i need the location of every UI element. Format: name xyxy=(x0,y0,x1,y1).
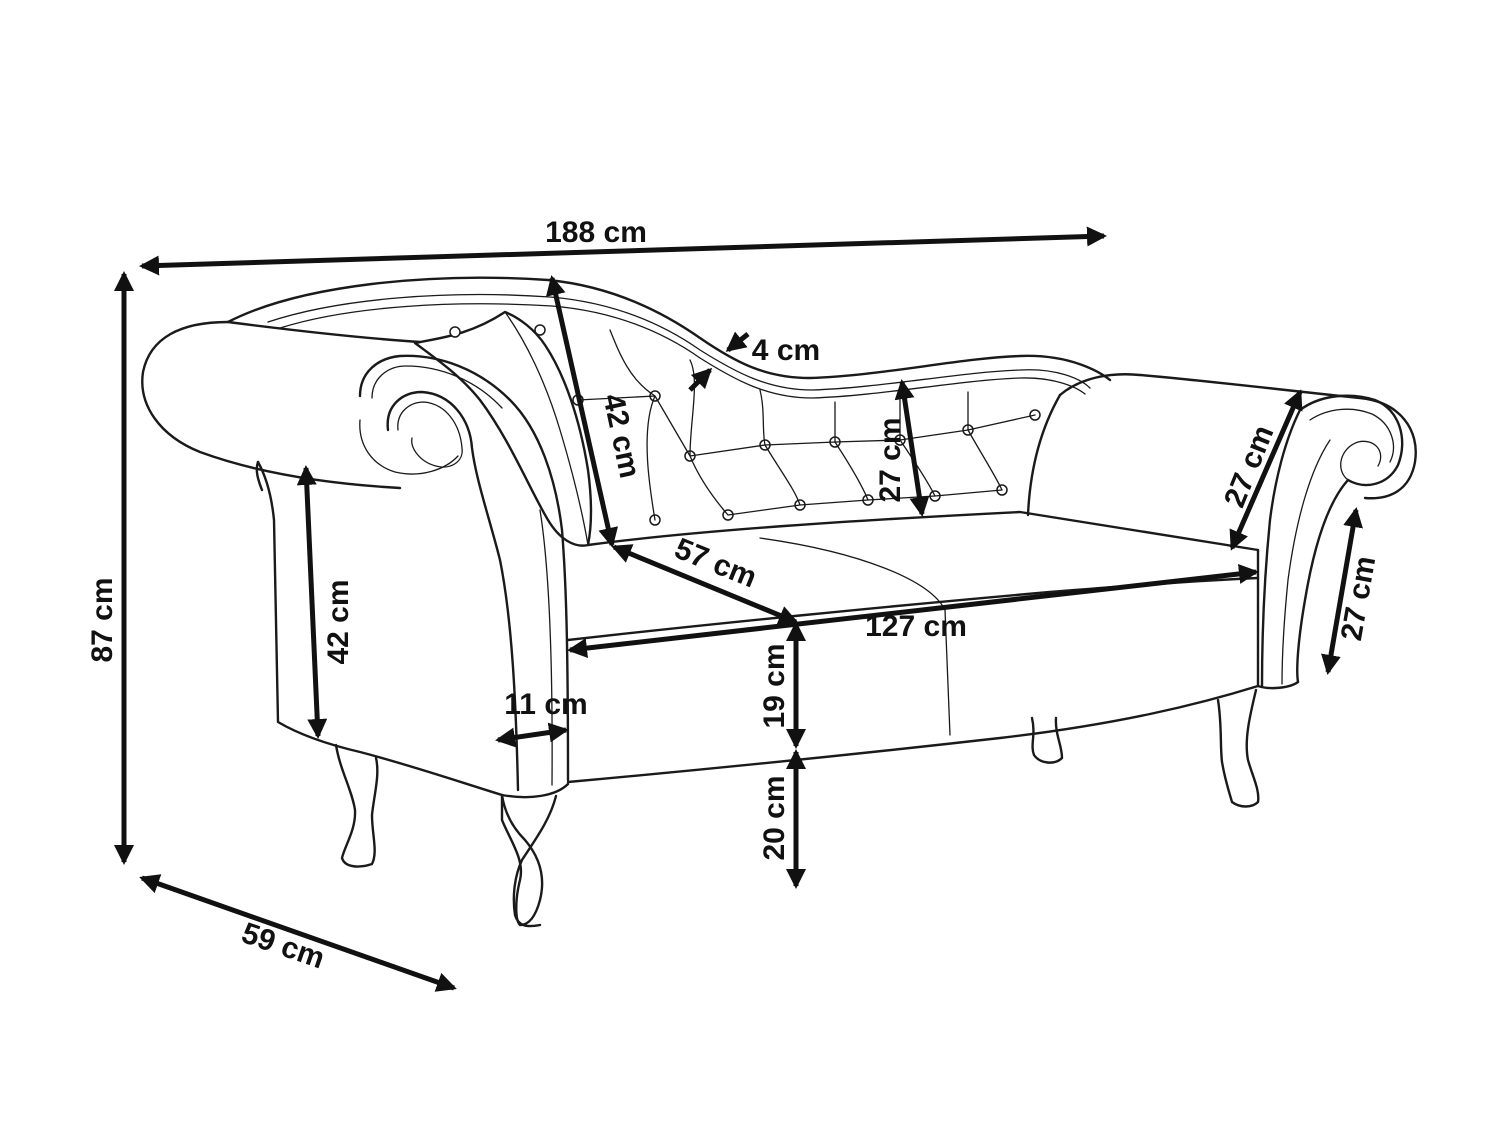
label-overall-width: 188 cm xyxy=(545,216,647,249)
dim-arrow-seat-width xyxy=(567,563,1259,659)
label-seat-depth: 57 cm xyxy=(670,532,761,594)
dim-arrow-overall-width xyxy=(139,226,1107,276)
throw-pillow xyxy=(413,310,593,547)
backrest-inner-curve-2 xyxy=(279,303,1086,399)
label-seat-height: 19 cm xyxy=(758,643,791,728)
backrest-outer-curve xyxy=(226,276,1112,382)
right-scroll-ring xyxy=(1309,408,1395,463)
tuft-button xyxy=(449,326,461,338)
label-right-armrest-height: 27 cm xyxy=(1335,554,1382,644)
left-scroll-outer xyxy=(358,354,570,782)
dim-arrow-back-inner-height xyxy=(894,379,930,517)
right-arm-piping xyxy=(1281,439,1331,685)
backrest-inner-curve-1 xyxy=(267,293,1091,391)
left-scroll-piping xyxy=(539,509,553,786)
seat-back-edge xyxy=(586,510,1260,552)
left-armrest-roll-top xyxy=(226,320,422,344)
left-scroll-spiral-inner xyxy=(397,401,463,468)
dim-arrow-frame-bottom xyxy=(688,367,713,392)
label-overall-height: 87 cm xyxy=(86,577,119,662)
right-armrest-inner xyxy=(1026,393,1062,517)
left-arm-front-edge xyxy=(255,460,264,492)
label-backrest-height: 42 cm xyxy=(596,391,646,481)
label-armrest-width: 11 cm xyxy=(504,688,587,721)
seat-divider-top xyxy=(759,537,946,611)
label-leg-height: 20 cm xyxy=(758,775,791,860)
dim-arrow-armrest-height xyxy=(296,465,328,739)
dim-arrow-right-armrest-width xyxy=(1229,389,1303,551)
left-arm-side-panel xyxy=(256,460,570,799)
label-seat-width: 127 cm xyxy=(865,610,967,643)
label-armrest-height: 42 cm xyxy=(322,579,355,664)
right-arm-front-scroll xyxy=(1298,394,1404,487)
back-right-leg xyxy=(1030,716,1064,764)
tuft-button xyxy=(534,324,546,336)
back-left-leg xyxy=(334,743,379,868)
right-arm-outer-panel xyxy=(1296,478,1350,684)
right-scroll-inner xyxy=(1340,440,1382,481)
left-scroll-spiral xyxy=(386,390,520,792)
dim-arrow-armrest-width xyxy=(495,722,569,748)
label-backrest-frame: 4 cm xyxy=(752,334,820,367)
right-arm-bottom xyxy=(1256,680,1300,690)
left-armrest-roll xyxy=(141,320,402,490)
dimension-arrows xyxy=(114,226,1363,992)
label-back-inner-height: 27 cm xyxy=(874,417,907,502)
dim-arrow-depth xyxy=(139,874,457,992)
front-right-leg xyxy=(1216,688,1260,808)
seat-front-bottom xyxy=(566,684,1260,784)
front-left-leg-2 xyxy=(512,794,558,928)
left-scroll-ring-1 xyxy=(371,365,503,409)
label-right-armrest-width: 27 cm xyxy=(1218,421,1280,512)
left-scroll-ring-2 xyxy=(359,419,459,475)
dim-arrow-right-armrest-height xyxy=(1321,507,1363,675)
dim-arrow-backrest-height xyxy=(545,275,619,548)
dim-arrow-frame-top xyxy=(725,331,750,352)
